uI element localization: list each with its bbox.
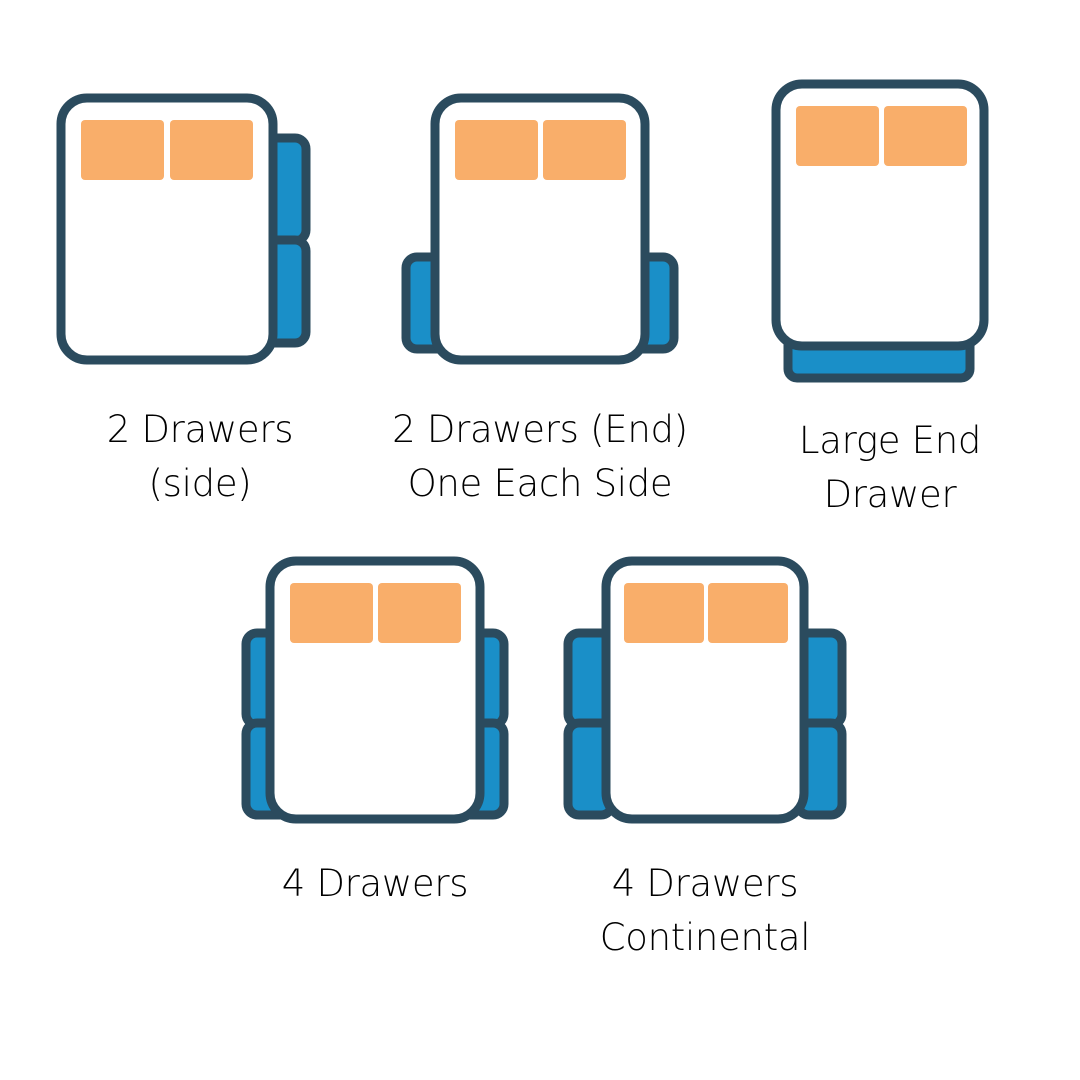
option-label-two-drawers-end: 2 Drawers (End) One Each Side xyxy=(392,408,688,505)
bed-diagram-two-drawers-end xyxy=(395,92,685,377)
bed-diagram-large-end-drawer xyxy=(770,78,1010,388)
bed-diagram-four-drawers-continental xyxy=(560,555,850,825)
option-large-end-drawer[interactable]: Large End Drawer xyxy=(700,78,1080,521)
option-label-large-end-drawer: Large End Drawer xyxy=(798,419,982,516)
option-four-drawers[interactable]: 4 Drawers xyxy=(175,555,575,911)
bed-diagram-two-drawers-side xyxy=(55,92,345,377)
bed-icon xyxy=(563,556,847,824)
bed-icon xyxy=(401,93,679,365)
bed-diagram-four-drawers xyxy=(230,555,520,825)
bed-icon xyxy=(56,93,311,365)
option-label-two-drawers-side: 2 Drawers (side) xyxy=(106,408,294,505)
option-two-drawers-side[interactable]: 2 Drawers (side) xyxy=(0,92,400,510)
option-two-drawers-end[interactable]: 2 Drawers (End) One Each Side xyxy=(340,92,740,510)
option-label-four-drawers-continental: 4 Drawers Continental xyxy=(599,862,811,959)
option-four-drawers-continental[interactable]: 4 Drawers Continental xyxy=(505,555,905,964)
bed-icon xyxy=(241,556,509,824)
option-label-four-drawers: 4 Drawers xyxy=(281,862,469,905)
bed-icon xyxy=(771,79,989,383)
